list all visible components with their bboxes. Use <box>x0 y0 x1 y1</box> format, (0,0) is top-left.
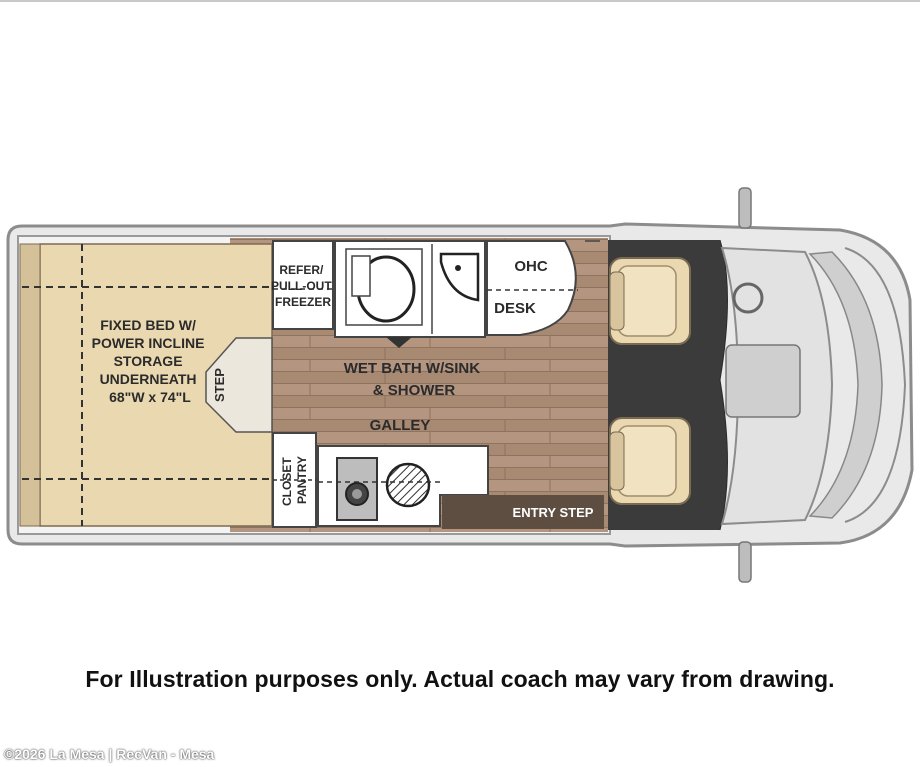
front-hood <box>844 247 907 523</box>
step-label: STEP <box>212 368 227 402</box>
driver-seat <box>609 257 691 345</box>
sink-drain-icon <box>455 265 461 271</box>
bed-label: FIXED BED W/ POWER INCLINE STORAGE UNDER… <box>92 317 209 405</box>
desk-cabinet <box>486 240 577 336</box>
right-mirror-icon <box>738 541 752 583</box>
toilet-tank <box>351 255 371 297</box>
closet-pantry-label: CLOSET PANTRY <box>280 454 309 506</box>
desk-label: DESK <box>494 300 536 317</box>
bed-rear-ledge <box>19 243 41 527</box>
bath-door <box>386 337 412 348</box>
top-border <box>0 0 920 2</box>
left-mirror-icon <box>738 187 752 229</box>
disclaimer-text: For Illustration purposes only. Actual c… <box>85 666 835 692</box>
ohc-label: OHC <box>514 258 548 275</box>
cooktop-burner-icon <box>385 462 431 508</box>
refer-label: REFER/ PULL-OUT FREEZER <box>271 263 335 309</box>
galley-label: GALLEY <box>370 417 431 434</box>
cab-floor-edge <box>719 239 728 531</box>
steering-wheel-icon <box>732 282 764 314</box>
windshield <box>808 251 883 519</box>
refer-freezer <box>272 240 334 330</box>
wet-bath-label: WET BATH W/SINK & SHOWER <box>344 360 485 399</box>
watermark: ©2026 La Mesa | RecVan - Mesa <box>4 746 215 762</box>
entry-step-label: ENTRY STEP <box>513 505 594 520</box>
center-console <box>725 344 801 418</box>
entry-step <box>442 495 604 529</box>
floorplan-diagram: FIXED BED W/ POWER INCLINE STORAGE UNDER… <box>6 187 914 583</box>
washer-inner-icon <box>352 489 362 499</box>
sink-icon <box>439 252 480 302</box>
passenger-seat <box>609 417 691 505</box>
